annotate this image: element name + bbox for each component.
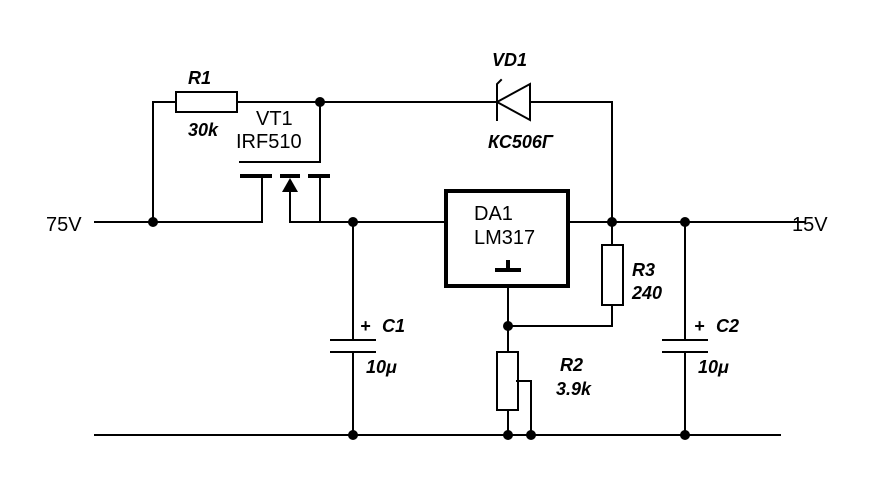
da1-part: LM317	[474, 227, 535, 249]
potentiometer-r2-body	[496, 351, 519, 411]
r3-value: 240	[631, 283, 662, 303]
regulator-da1: DA1 LM317	[444, 189, 570, 288]
junction-dot	[348, 217, 358, 227]
output-voltage-label: 15V	[792, 214, 828, 236]
c2-value: 10μ	[698, 357, 729, 377]
junction-dot	[315, 97, 325, 107]
r1-ref: R1	[188, 68, 211, 88]
da1-ref: DA1	[474, 203, 513, 225]
junction-dot	[526, 430, 536, 440]
junction-dot	[680, 217, 690, 227]
c1-ref: C1	[382, 316, 405, 336]
mosfet-vt1: VT1 IRF510	[236, 108, 330, 192]
junction-dot	[607, 217, 617, 227]
zener-bar	[496, 78, 503, 121]
zener-triangle	[494, 82, 531, 122]
r1-value: 30k	[188, 120, 219, 140]
c1-value: 10μ	[366, 357, 397, 377]
junction-dot	[148, 217, 158, 227]
vd1-part: КС506Г	[488, 132, 554, 152]
c1-plus: +	[360, 316, 371, 336]
junction-dot	[503, 430, 513, 440]
input-voltage-label: 75V	[46, 214, 82, 236]
resistor-r1: R1 30k	[175, 68, 238, 140]
vd1-ref: VD1	[492, 50, 527, 70]
junction-dot	[348, 430, 358, 440]
junction-dot	[503, 321, 513, 331]
mosfet-arrow-icon	[282, 178, 298, 192]
regulator-body	[444, 189, 570, 288]
potentiometer-r2: R2 3.9k	[496, 351, 592, 411]
c2-ref: C2	[716, 316, 739, 336]
vt1-ref: VT1	[256, 108, 293, 130]
capacitor-c2: + C2 10μ	[662, 316, 739, 377]
capacitor-c1: + C1 10μ	[330, 316, 405, 377]
resistor-r3-body	[601, 244, 624, 306]
r3-ref: R3	[632, 260, 655, 280]
wire-r2-wiper	[516, 380, 532, 436]
junction-dot	[680, 430, 690, 440]
c2-plus: +	[694, 316, 705, 336]
r2-ref: R2	[560, 355, 583, 375]
r2-value: 3.9k	[556, 379, 592, 399]
zener-vd1: VD1 КС506Г	[488, 50, 554, 152]
wires	[94, 101, 806, 436]
junctions	[148, 97, 690, 440]
resistor-r3: R3 240	[601, 244, 662, 306]
resistor-r1-body	[175, 91, 238, 113]
vt1-part: IRF510	[236, 131, 302, 153]
